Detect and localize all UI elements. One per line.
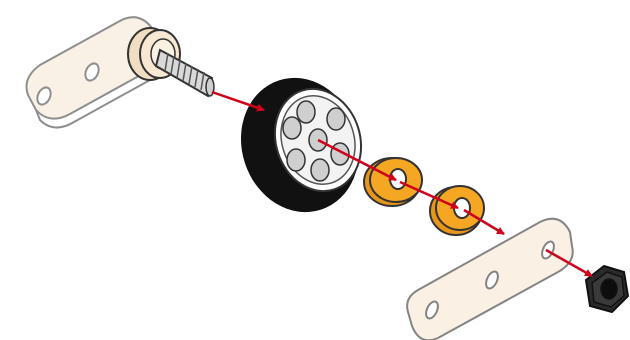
spacer-icon bbox=[430, 186, 484, 235]
wheel-icon bbox=[224, 62, 376, 227]
hex-nut-icon bbox=[586, 266, 628, 312]
bracket-plate-icon bbox=[407, 219, 573, 340]
spacer-icon bbox=[364, 158, 422, 206]
bracket-bolt-icon bbox=[27, 17, 215, 127]
